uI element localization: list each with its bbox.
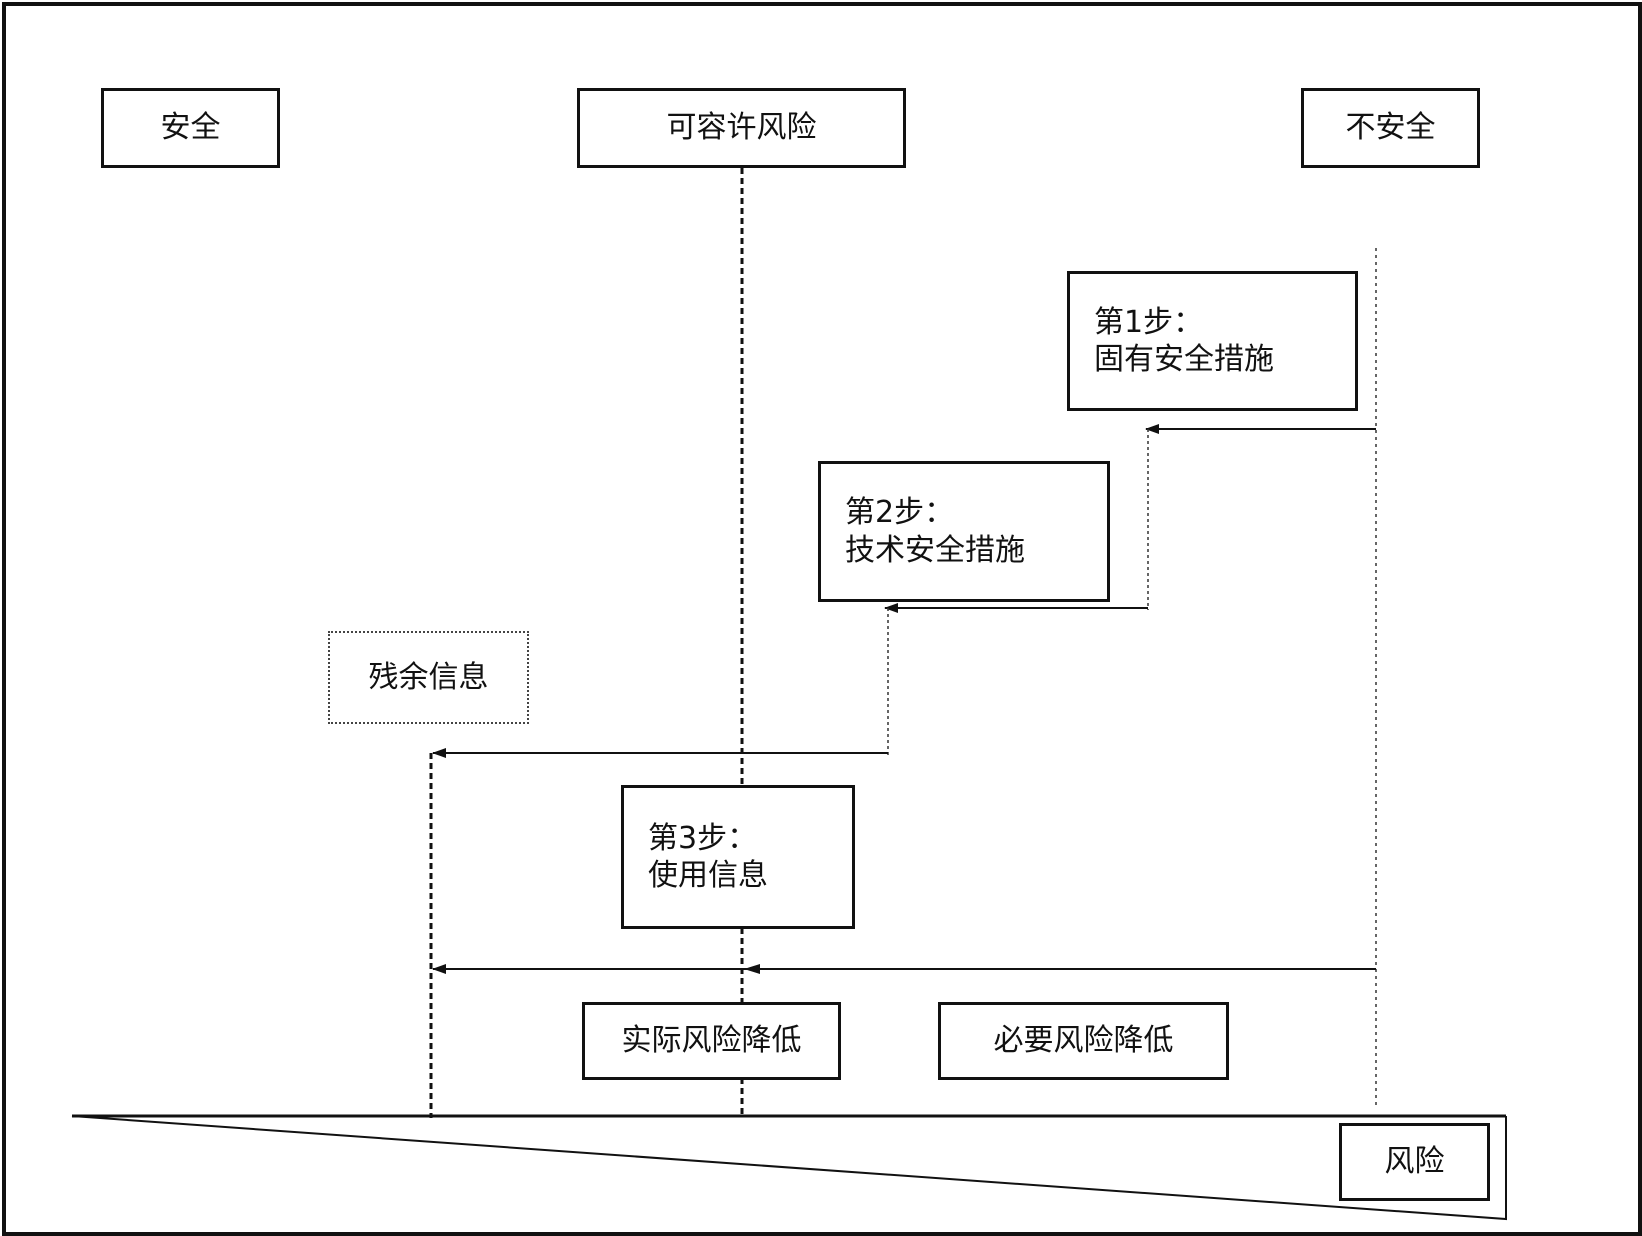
required-risk-reduction-box: 必要风险降低 — [938, 1002, 1229, 1080]
step1-box: 第1步： 固有安全措施 — [1067, 271, 1358, 411]
step2-box: 第2步： 技术安全措施 — [818, 461, 1110, 602]
step2-title: 技术安全措施 — [845, 532, 1025, 568]
unsafe-box: 不安全 — [1301, 88, 1480, 168]
step1-title: 固有安全措施 — [1094, 342, 1274, 377]
step3-number: 第3步： — [648, 820, 758, 856]
risk-wedge — [71, 1115, 1507, 1221]
safe-box: 安全 — [101, 88, 280, 168]
step1-number: 第1步： — [1094, 304, 1204, 340]
required-reduction-arrowhead — [744, 964, 760, 974]
risk-label-box: 风险 — [1339, 1123, 1490, 1201]
step3-title: 使用信息 — [648, 858, 768, 893]
actual-risk-reduction-box: 实际风险降低 — [582, 1002, 841, 1080]
tolerable-risk-box: 可容许风险 — [577, 88, 906, 168]
residual-info-box: 残余信息 — [328, 631, 529, 724]
step3-box: 第3步： 使用信息 — [621, 785, 855, 929]
step2-number: 第2步： — [845, 495, 955, 530]
